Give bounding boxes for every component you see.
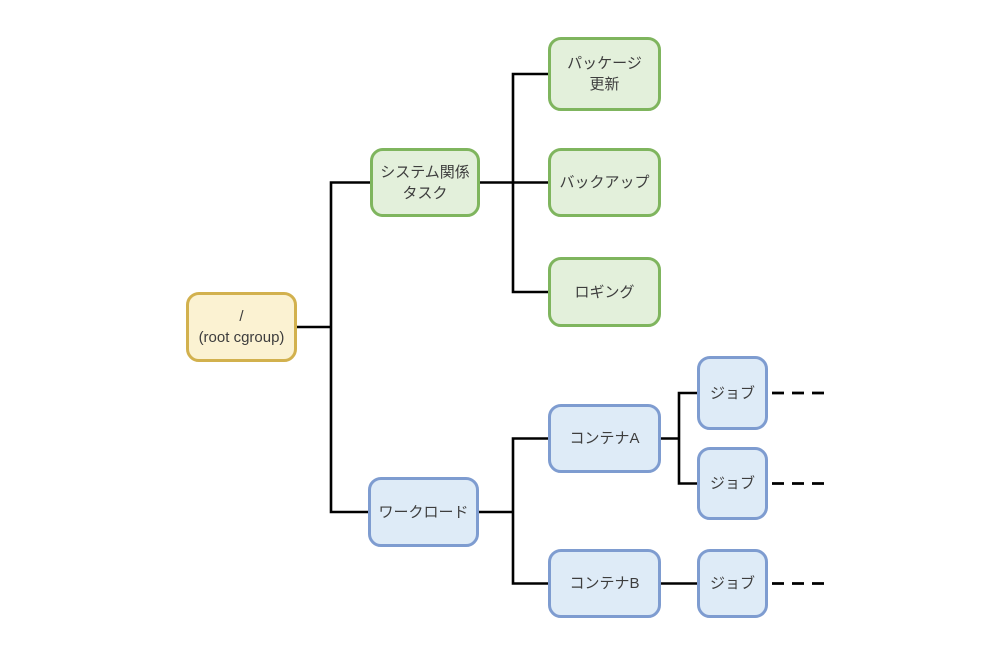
node-label-line: コンテナA [569, 430, 640, 447]
node-job-2: ジョブ [697, 447, 768, 520]
node-label-line: (root cgroup) [198, 329, 285, 346]
node-label-line: コンテナB [569, 575, 640, 592]
node-container-a: コンテナA [548, 404, 661, 473]
node-logging: ロギング [548, 257, 661, 327]
node-label-line: / [239, 308, 244, 325]
continuation-dashed-lines [772, 391, 824, 585]
node-system-tasks: システム関係 タスク [370, 148, 480, 217]
node-label-line: バックアップ [559, 174, 650, 191]
node-backup: バックアップ [548, 148, 661, 217]
node-job-1: ジョブ [697, 356, 768, 430]
node-label-line: ジョブ [709, 575, 755, 592]
node-label-line: ワークロード [378, 503, 469, 521]
node-workload: ワークロード [368, 477, 479, 547]
node-label-line: ロギング [574, 283, 635, 301]
node-label-line: ジョブ [709, 475, 755, 492]
node-label-line: システム関係 [380, 163, 470, 181]
tree-connector-lines [295, 72, 699, 585]
node-label-line: タスク [402, 184, 448, 202]
node-package-update: パッケージ 更新 [548, 37, 661, 111]
node-label-line: 更新 [589, 76, 620, 93]
node-root-cgroup: / (root cgroup) [186, 292, 297, 362]
node-label-line: ジョブ [709, 384, 755, 402]
node-job-3: ジョブ [697, 549, 768, 618]
node-container-b: コンテナB [548, 549, 661, 618]
node-label-line: パッケージ [567, 55, 642, 72]
